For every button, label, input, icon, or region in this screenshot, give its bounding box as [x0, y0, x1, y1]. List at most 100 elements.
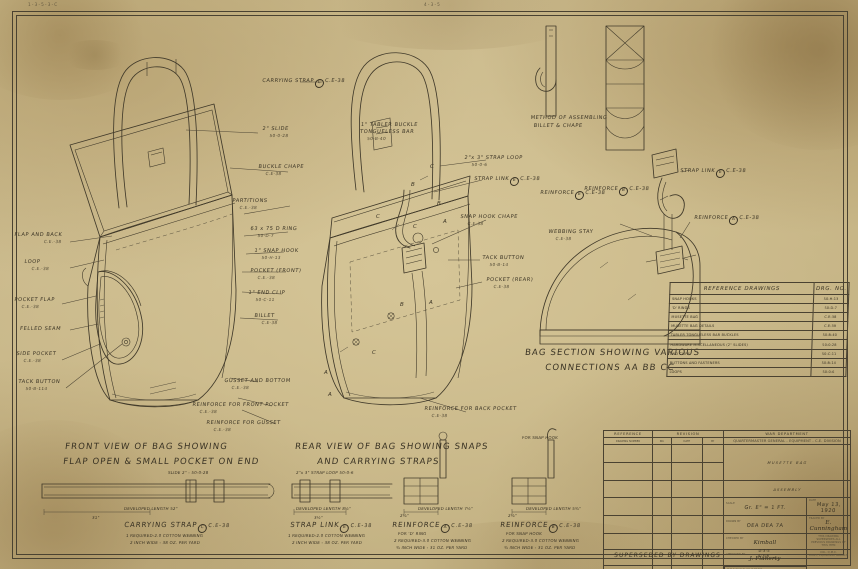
- callout-buckle-chape: BUCKLE CHAPE C.E-38: [258, 164, 305, 176]
- svg-text:C: C: [376, 214, 380, 220]
- tb-col-drawing-number: DRAWING NUMBER: [603, 437, 653, 445]
- tb-revision-hdr: REVISION: [652, 430, 724, 438]
- callout-pocket-front: POCKET (FRONT) C.E.-38: [250, 268, 302, 280]
- tb-note-r3: COL. Q.M.C.: [820, 551, 837, 554]
- detail-note1-2: 2 REQUIRED-3.0 COTTON WEBBING: [393, 538, 472, 543]
- circle-ref-e-detail: E: [339, 524, 350, 533]
- circle-ref-a-detail: A: [440, 524, 451, 533]
- detail-top-note-1: 2"x 3" STRAP LOOP 50-0-6: [295, 470, 354, 475]
- tb-traced-val: E. Cunningham: [809, 520, 848, 532]
- tb-dept-sub: QUARTERMASTER GENERAL - EQUIPMENT - C.E.…: [723, 437, 851, 445]
- callout-pocket-flap: POCKET FLAP C.E.-38: [14, 297, 56, 309]
- tb-dept-hdr: WAR DEPARTMENT: [723, 430, 851, 438]
- rear-view-bag: [321, 52, 473, 406]
- circle-ref-b: B: [618, 187, 629, 196]
- callout-reinforce-front-pocket: REINFORCE FOR FRONT POCKET C.E.-38: [192, 402, 290, 414]
- callout-tack-button-rear: TACK BUTTON 50-B-14: [482, 255, 525, 267]
- title-block: REFERENCE REVISION WAR DEPARTMENT DRAWIN…: [603, 430, 853, 569]
- svg-text:B: B: [411, 182, 415, 188]
- front-view-bag: [69, 57, 237, 408]
- callout-gusset-and-bottom: GUSSET AND BOTTOM C.E.-38: [224, 378, 292, 390]
- callout-tabler-buckle: 1" TABLER BUCKLE TONGUELESS BAR 50-B-40: [359, 122, 419, 141]
- callout-end-clip: 1" END CLIP 50-C-11: [248, 290, 286, 302]
- detail-dim-3: 2⅛": [507, 513, 518, 518]
- callout-d-ring: 63 x 75 D RING 50-D-7: [250, 226, 298, 238]
- detail-note1-1: 1 REQUIRED-2.0 COTTON WEBBING: [287, 533, 366, 538]
- tb-note-r4: CHIEF, EQUIPMENT BRANCH: [809, 554, 848, 557]
- tb-col-by: BY: [701, 437, 725, 445]
- svg-text:C: C: [430, 164, 434, 170]
- callout-felled-seam: FELLED SEAM: [19, 326, 62, 332]
- detail-top-note-0: SLIDE 2" - 50-0-28: [167, 470, 209, 475]
- top-left-mark: 1-3-5-3-C: [28, 2, 59, 7]
- detail-length-note-3: DEVELOPED LENGTH 5¾": [525, 506, 582, 511]
- tb-approved-val: J. Flaherty: [749, 556, 781, 562]
- circle-ref-c-detail: C: [197, 524, 208, 533]
- callout-side-pocket: SIDE POCKET C.E.-38: [16, 351, 57, 363]
- detail-strip-carrying-strap: [41, 479, 275, 515]
- tb-title-line2: ASSEMBLY: [722, 480, 852, 498]
- callout-flap-and-back: FLAP AND BACK C.E.-38: [14, 232, 63, 244]
- tb-drawn-cap: DRAWN BY: [726, 520, 741, 523]
- caption-rear-view: REAR VIEW OF BAG SHOWING SNAPS AND CARRY…: [294, 442, 490, 467]
- sheet-border: [12, 11, 848, 559]
- tb-date-val: May 13, 1920: [816, 502, 842, 514]
- detail-strip-reinforce-a: [403, 431, 448, 515]
- tb-note-r2: PREVIOUS DRAWINGS OF THIS ITEM: [811, 541, 846, 547]
- svg-text:B: B: [437, 201, 441, 207]
- tb-scale-cap: SCALE: [726, 502, 735, 505]
- detail-note2-1: 2 INCH WIDE - 38 OZ. PER YARD: [291, 540, 363, 545]
- superseded-numbers: 4-3-5 4-3-6: [757, 548, 771, 558]
- tb-traced-cap: TRACED BY: [809, 517, 825, 520]
- callout-webbing-stay: WEBBING STAY C.E-38: [548, 229, 594, 241]
- ref-table-title: REFERENCE DRAWINGS: [669, 282, 815, 295]
- tb-col-no: NO.: [651, 437, 673, 445]
- circle-ref-a: A: [728, 216, 739, 225]
- caption-method-assembly: METHOD OF ASSEMBLING BILLET & CHAPE: [530, 115, 608, 129]
- callout-tack-button-left: TACK BUTTON 50-B-114: [18, 379, 61, 391]
- tb-col-date: DATE: [671, 437, 703, 445]
- detail-note2-0: 2 INCH WIDE - 38 OZ. PER YARD: [129, 540, 201, 545]
- callout-pocket-rear: POCKET (REAR) C.E-38: [486, 277, 534, 289]
- detail-dim-2: 2⅛": [399, 513, 410, 518]
- callout-partitions: PARTITIONS C.E.-38: [232, 198, 268, 210]
- tb-note-r1: THIS DRAWING SUPERSEDES ALL: [816, 535, 841, 541]
- tb-title-line1: MUSETTE BAG: [721, 444, 853, 481]
- detail-note0-3: FOR SNAP HOOK: [505, 531, 543, 536]
- caption-front-view: FRONT VIEW OF BAG SHOWING FLAP OPEN & SM…: [62, 442, 261, 467]
- top-center-mark: 4-3-5: [424, 2, 442, 7]
- detail-strip-reinforce-b: [511, 428, 557, 515]
- svg-text:A: A: [428, 300, 433, 306]
- callout-snap-hook-chape: SNAP HOOK CHAPE C.E-38: [460, 214, 519, 226]
- tb-drawn-val: OEA DEA 7A: [746, 523, 784, 529]
- detail-length-note-0: DEVELOPED LENGTH 52": [123, 506, 179, 511]
- tb-checked-val: Kimball: [753, 540, 777, 546]
- svg-text:B: B: [400, 302, 404, 308]
- svg-text:A: A: [327, 392, 332, 398]
- tb-date-cap: DATE: [809, 499, 817, 502]
- sheet-border-inner: [16, 15, 844, 555]
- detail-note1-0: 1 REQUIRED-2.0 COTTON WEBBING: [125, 533, 204, 538]
- tb-checked-cap: CHECKED BY: [726, 537, 744, 540]
- circle-ref-b-detail: B: [548, 524, 559, 533]
- detail-strip-strap-link: [291, 479, 393, 515]
- detail-note2-2: ¾ INCH WIDE - 31 OZ. PER YARD: [395, 545, 468, 550]
- detail-length-note-1: DEVELOPED LENGTH 8½": [295, 506, 352, 511]
- circle-ref-e2: E: [574, 191, 585, 200]
- detail-note0-2: FOR 'D' RING: [397, 531, 427, 536]
- bag-section-drawing: [539, 148, 701, 345]
